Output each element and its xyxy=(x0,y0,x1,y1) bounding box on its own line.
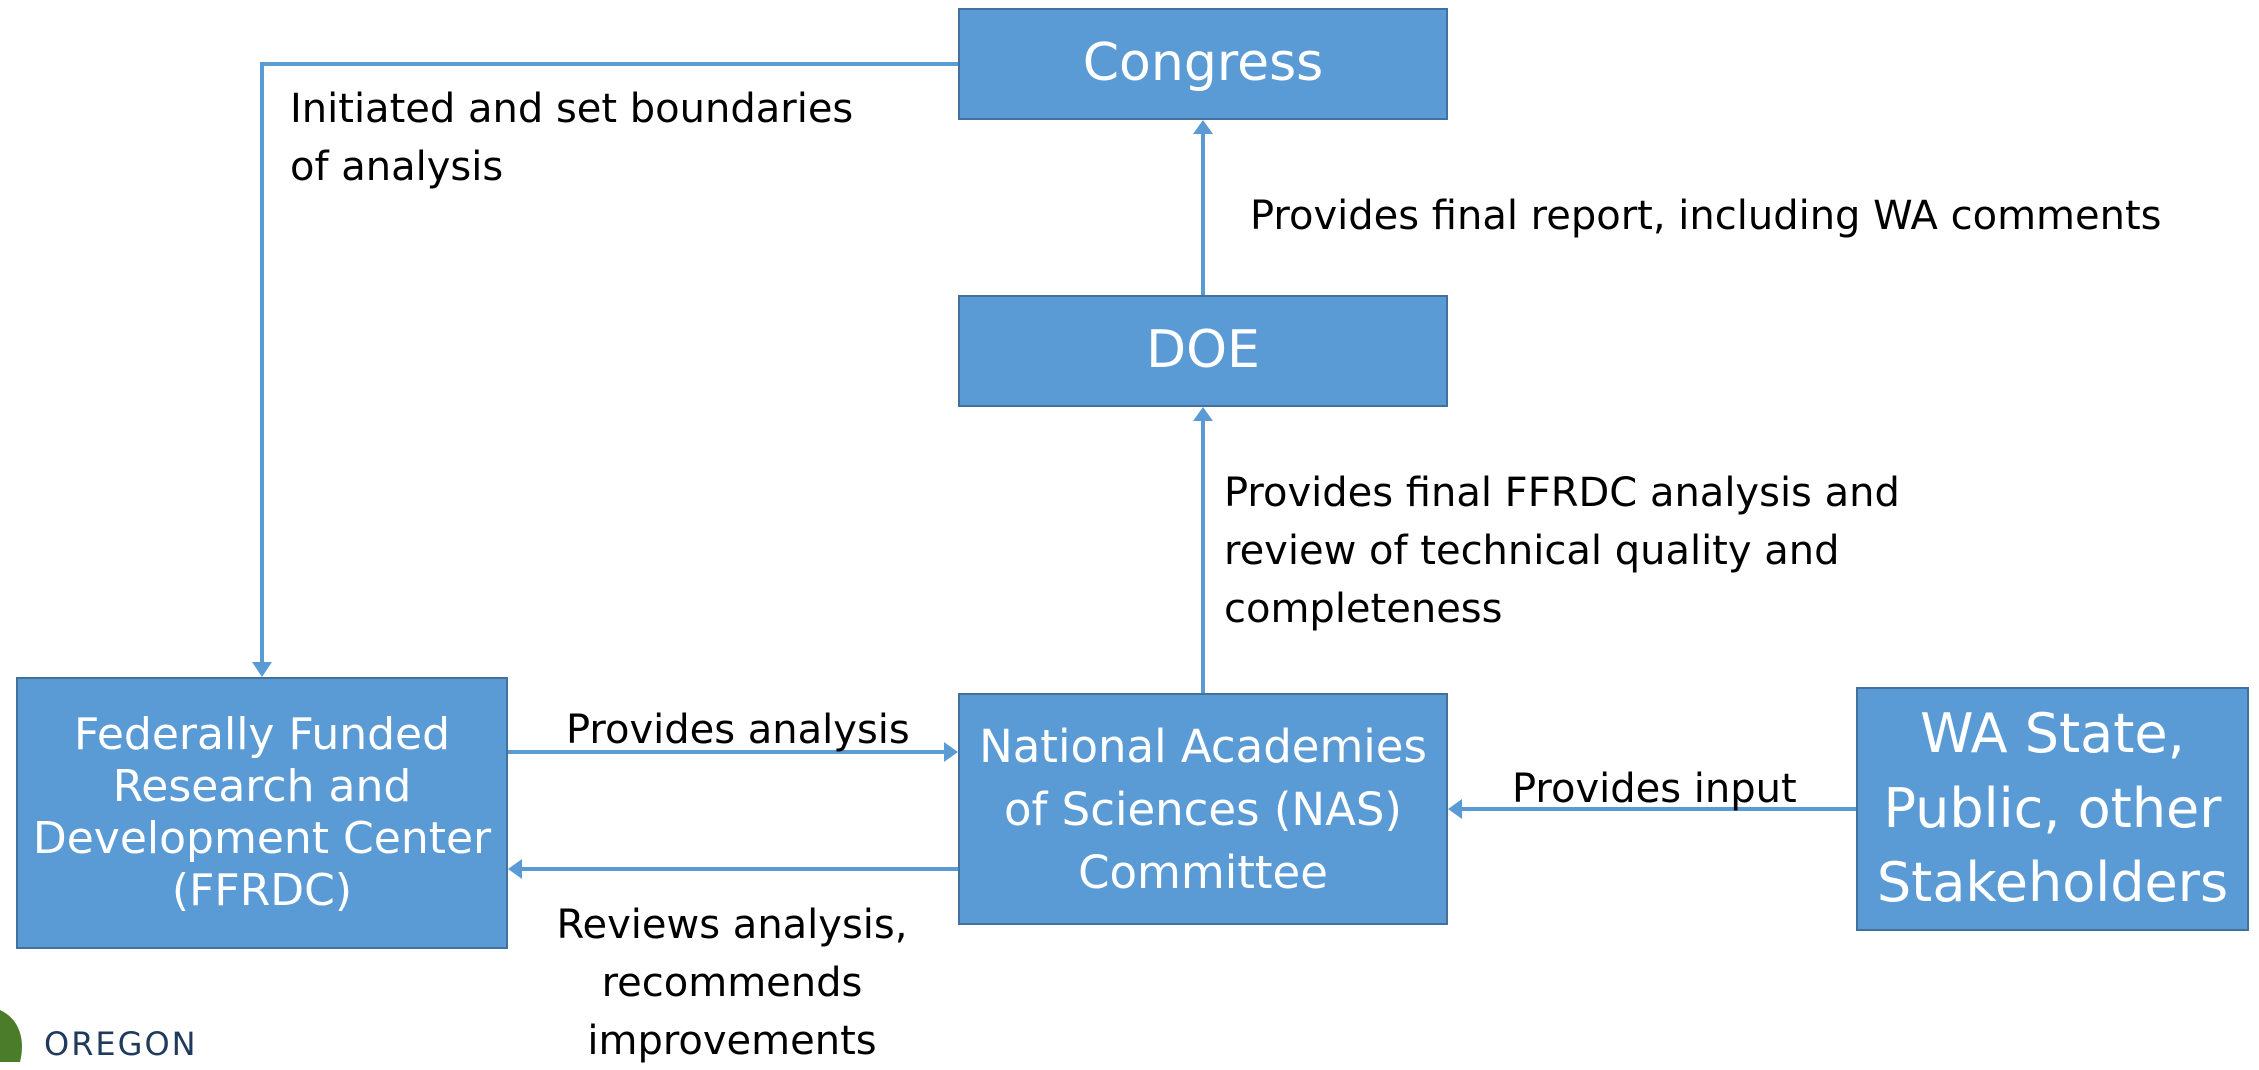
congress-box: Congress xyxy=(958,8,1448,120)
edge-label-reviews: Reviews analysis, recommends improvement… xyxy=(556,896,908,1070)
wa-stakeholders-box: WA State, Public, other Stakeholders xyxy=(1856,687,2249,931)
nas-committee-box: National Academies of Sciences (NAS) Com… xyxy=(958,693,1448,925)
arrowhead-into-nas-right xyxy=(1448,799,1462,819)
edge-label-final-report: Provides final report, including WA comm… xyxy=(1250,187,2161,245)
edge-label-initiated-line-1: Initiated and set boundaries xyxy=(290,86,854,132)
edge-label-final-ffrdc: Provides final FFRDC analysis and review… xyxy=(1224,464,1900,638)
edge-label-final-ffrdc-line-1: Provides final FFRDC analysis and xyxy=(1224,470,1900,516)
ffrdc-box: Federally Funded Research and Developmen… xyxy=(16,677,508,949)
ffrdc-label-line-2: Research and xyxy=(112,761,412,813)
edge-label-reviews-line-3: improvements xyxy=(587,1018,877,1064)
edge-label-final-ffrdc-line-3: completeness xyxy=(1224,586,1503,632)
doe-label: DOE xyxy=(1146,320,1260,381)
edge-label-final-ffrdc-line-2: review of technical quality and xyxy=(1224,528,1840,574)
arrowhead-into-ffrdc xyxy=(252,662,272,677)
ffrdc-label-line-3: Development Center xyxy=(32,813,492,864)
edge-label-final-report-text: Provides final report, including WA comm… xyxy=(1250,193,2162,239)
arrowhead-into-ffrdc-right xyxy=(508,859,522,879)
ffrdc-label-line-4: (FFRDC) xyxy=(171,864,353,916)
oregon-logo-text: OREGON xyxy=(44,1025,198,1063)
edge-label-provides-analysis-text: Provides analysis xyxy=(566,707,910,753)
edge-label-reviews-line-1: Reviews analysis, xyxy=(556,902,908,948)
wa-label-line-2: Public, other xyxy=(1883,776,2222,840)
wa-label-line-1: WA State, xyxy=(1920,702,2185,766)
logo-green-shape xyxy=(0,1010,22,1062)
doe-box: DOE xyxy=(958,295,1448,407)
arrowhead-into-congress xyxy=(1193,120,1213,134)
wa-label-line-3: Stakeholders xyxy=(1876,851,2229,915)
nas-label-line-2: of Sciences (NAS) xyxy=(1003,782,1402,836)
congress-label: Congress xyxy=(1082,33,1324,94)
edge-label-initiated-line-2: of analysis xyxy=(290,144,504,190)
nas-label-line-3: Committee xyxy=(1078,845,1328,899)
edge-label-initiated: Initiated and set boundaries of analysis xyxy=(290,80,853,196)
edge-label-provides-input: Provides input xyxy=(1512,760,1797,818)
edge-label-reviews-line-2: recommends xyxy=(601,960,863,1006)
nas-label-line-1: National Academies xyxy=(979,719,1427,773)
edge-label-provides-input-text: Provides input xyxy=(1512,766,1797,812)
edge-label-provides-analysis: Provides analysis xyxy=(566,701,910,759)
arrowhead-into-nas-left xyxy=(944,742,958,762)
oregon-logo-mark xyxy=(0,1010,22,1062)
connector-congress-to-ffrdc xyxy=(260,62,958,662)
ffrdc-label-line-1: Federally Funded xyxy=(73,709,451,761)
arrowhead-into-doe xyxy=(1193,407,1213,421)
